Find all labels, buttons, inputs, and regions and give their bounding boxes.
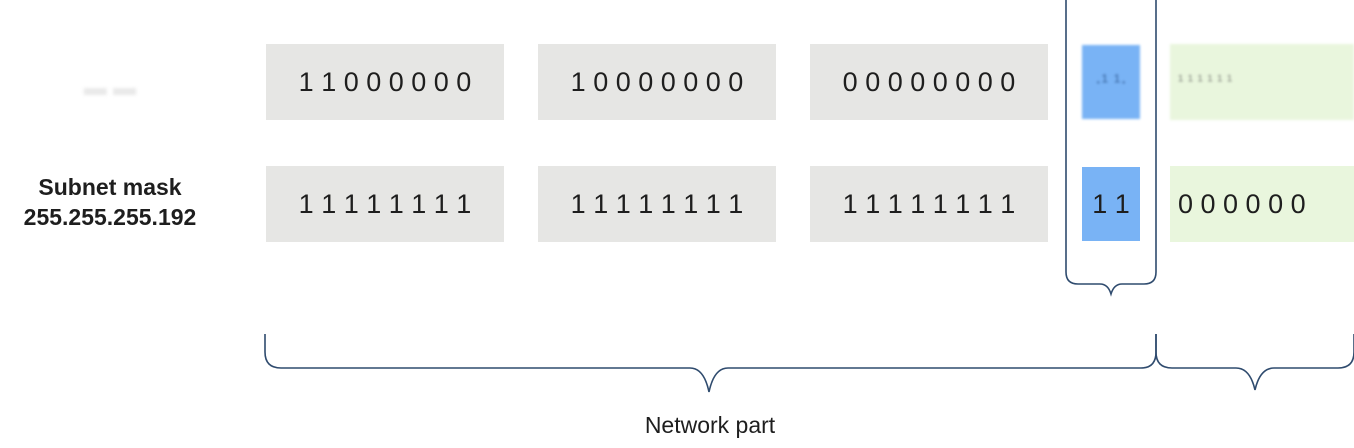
subnet-bits-bracket bbox=[1065, 0, 1157, 297]
subnet-mask-label: Subnet mask 255.255.255.192 bbox=[0, 172, 220, 232]
subnet-mask-title: Subnet mask bbox=[38, 174, 182, 200]
row1-label: ▬ ▬ bbox=[83, 74, 137, 100]
row2-subnet-bits: 1 1 bbox=[1082, 167, 1140, 241]
row2-octet-1: 1 1 1 1 1 1 1 1 bbox=[266, 166, 504, 242]
row1-octet-2: 1 0 0 0 0 0 0 0 bbox=[538, 44, 776, 120]
subnet-mask-value: 255.255.255.192 bbox=[23, 204, 197, 230]
host-part-brace bbox=[1155, 334, 1354, 391]
network-part-brace bbox=[264, 334, 1157, 393]
network-part-label: Network part bbox=[644, 412, 776, 438]
row1-octet-1: 1 1 0 0 0 0 0 0 bbox=[266, 44, 504, 120]
row1-octet-3: 0 0 0 0 0 0 0 0 bbox=[810, 44, 1048, 120]
row2-octet-2: 1 1 1 1 1 1 1 1 bbox=[538, 166, 776, 242]
row1-subnet-bits: ·¹ ¹· bbox=[1082, 45, 1140, 119]
row1-host-bits: ¹ ¹ ¹ ¹ ¹ ¹ bbox=[1170, 44, 1354, 120]
row2-host-bits: 0 0 0 0 0 0 bbox=[1170, 166, 1354, 242]
row2-octet-3: 1 1 1 1 1 1 1 1 bbox=[810, 166, 1048, 242]
